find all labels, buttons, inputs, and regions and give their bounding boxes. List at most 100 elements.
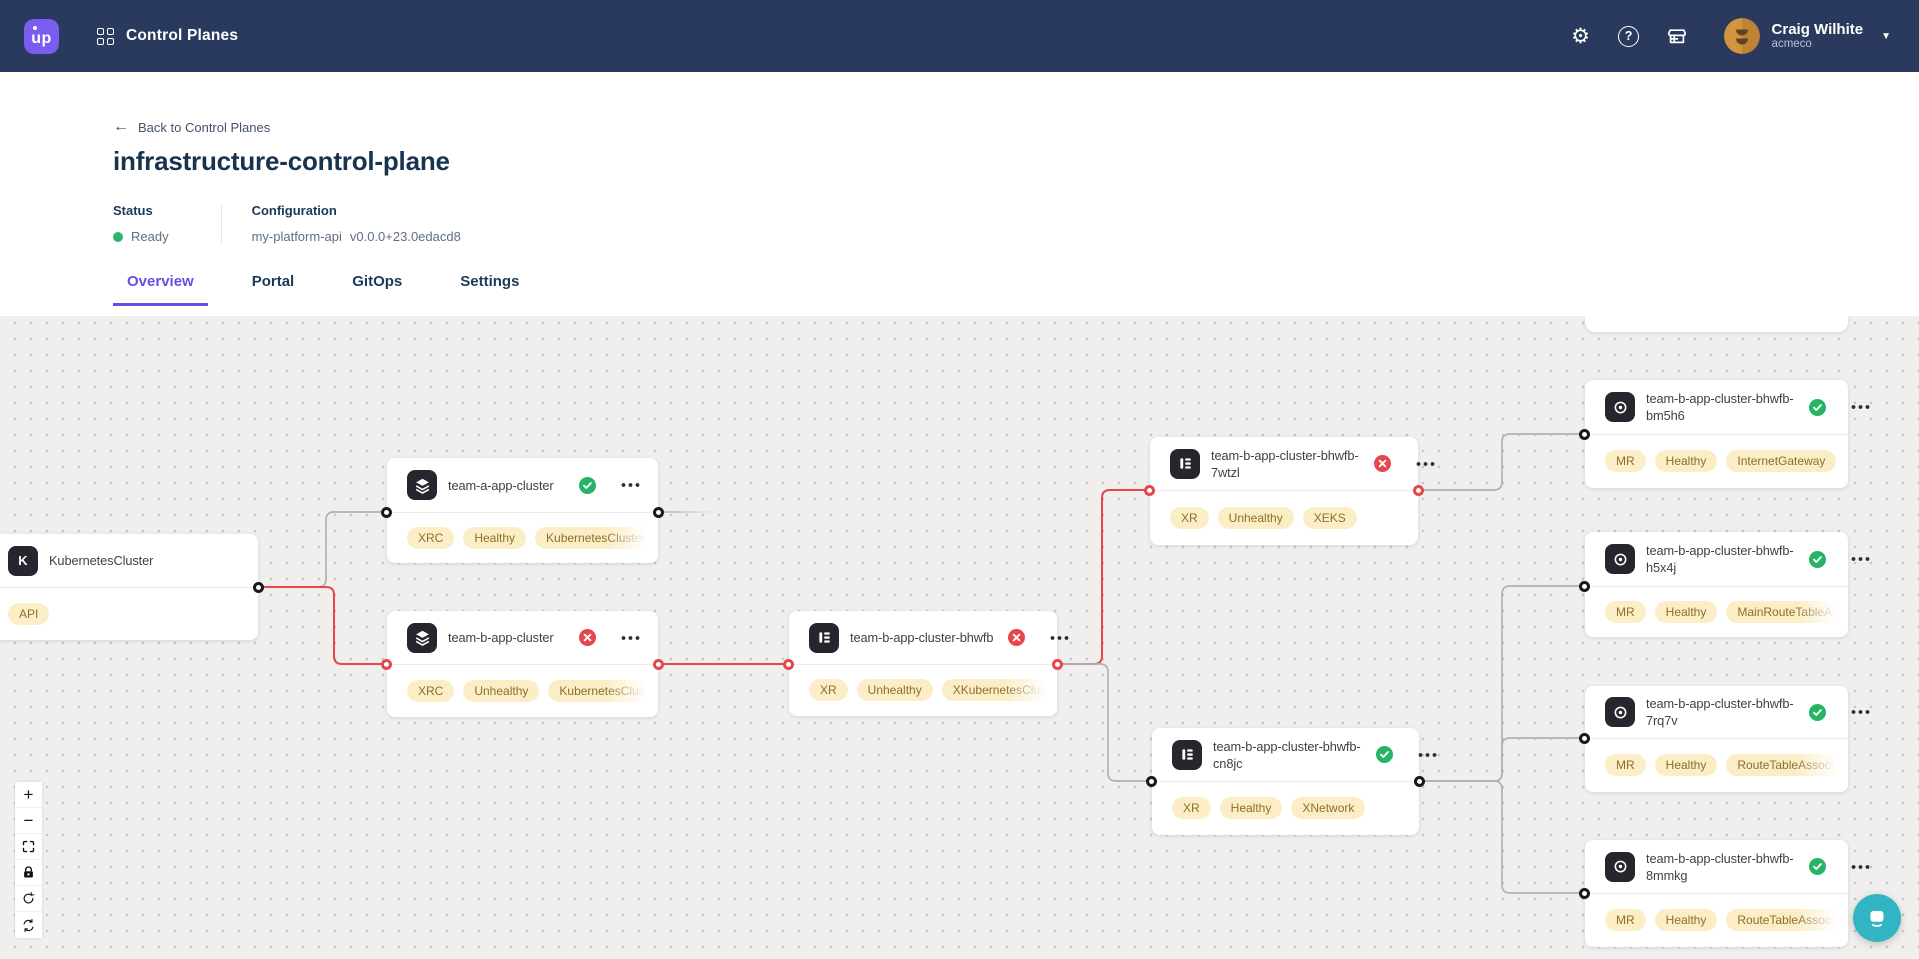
badge: XNetwork — [1291, 797, 1366, 819]
badge: InternetGateway — [1726, 450, 1837, 472]
badge: XRC — [407, 526, 455, 549]
healthy-check-icon — [579, 476, 596, 494]
node-divider — [1150, 490, 1418, 491]
badge: XKubernetesCluster — [941, 679, 1057, 701]
chevron-down-icon[interactable]: ▼ — [1881, 30, 1891, 42]
mr-resource-icon — [1605, 697, 1635, 727]
badge: MR — [1605, 600, 1646, 623]
zoom-out-button[interactable]: − — [15, 808, 42, 834]
config-name: my-platform-api — [251, 229, 342, 244]
node-menu-button[interactable] — [1048, 631, 1071, 645]
badge: RouteTableAssociation — [1726, 909, 1848, 931]
error-x-icon — [1373, 455, 1391, 472]
healthy-check-icon — [1808, 858, 1826, 875]
control-planes-grid-icon — [97, 27, 114, 45]
chat-launcher-button[interactable] — [1853, 894, 1901, 942]
configuration-block: Configuration my-platform-api v0.0.0+23.… — [251, 203, 461, 244]
tab-portal[interactable]: Portal — [251, 273, 295, 290]
node-menu-button[interactable] — [1849, 552, 1872, 566]
fit-view-button[interactable] — [15, 834, 42, 860]
badge: Healthy — [1654, 909, 1718, 931]
settings-gear-icon[interactable]: ⚙ — [1571, 23, 1590, 48]
graph-edge — [1418, 433, 1585, 491]
right-connection-handle — [1413, 485, 1424, 496]
left-connection-handle — [1144, 485, 1155, 496]
node-partial-top-node[interactable] — [1585, 316, 1848, 332]
user-org: acmeco — [1771, 38, 1812, 50]
node-menu-button[interactable] — [1849, 400, 1872, 414]
graph-edge — [1419, 737, 1585, 782]
graph-edge — [258, 586, 387, 665]
error-x-icon — [1008, 629, 1026, 646]
user-avatar[interactable] — [1723, 18, 1760, 54]
node-divider — [789, 664, 1057, 665]
node-label: team-a-app-cluster — [448, 477, 554, 493]
badge: MainRouteTableAssociation — [1726, 600, 1848, 623]
node-label: KubernetesCluster — [49, 553, 154, 568]
left-connection-handle — [1579, 733, 1590, 744]
badge: API — [8, 602, 50, 625]
help-icon[interactable]: ? — [1614, 21, 1644, 51]
user-menu[interactable]: Craig Wilhite acmeco — [1772, 21, 1864, 51]
graph-edge — [1057, 663, 1152, 782]
tab-settings[interactable]: Settings — [460, 273, 520, 290]
node-divider — [1585, 893, 1848, 894]
xr-resource-icon — [1170, 448, 1200, 479]
mr-resource-icon — [1605, 392, 1635, 422]
node-menu-button[interactable] — [1414, 457, 1437, 471]
badge: Healthy — [463, 526, 527, 549]
node-badges: XRC Healthy KubernetesCluster — [387, 512, 658, 563]
tab-overview[interactable]: Overview — [113, 273, 208, 306]
xr-resource-icon — [809, 622, 839, 653]
right-connection-handle — [1414, 776, 1425, 787]
left-connection-handle — [783, 659, 794, 670]
sync-button[interactable] — [15, 912, 42, 938]
node-menu-button[interactable] — [619, 478, 642, 492]
node-divider — [1585, 738, 1848, 739]
tab-gitops[interactable]: GitOps — [352, 273, 403, 290]
lock-button[interactable] — [15, 860, 42, 886]
layers-resource-icon — [407, 470, 437, 500]
badge: KubernetesCluster — [535, 526, 657, 549]
node-label: team-b-app-cluster-bhwfb-7wtzl — [1211, 447, 1359, 480]
healthy-check-icon — [1375, 746, 1393, 763]
graph-edges — [258, 433, 1585, 894]
badge: KubernetesCluster — [548, 679, 658, 702]
node-menu-button[interactable] — [1849, 705, 1872, 719]
left-connection-handle — [1579, 429, 1590, 440]
node-menu-button[interactable] — [1416, 748, 1439, 762]
layers-resource-icon — [407, 622, 437, 653]
node-divider — [0, 587, 258, 588]
marketplace-icon[interactable] — [1662, 21, 1692, 51]
status-dot — [113, 231, 123, 242]
error-x-icon — [579, 629, 596, 646]
right-connection-handle — [1052, 659, 1063, 670]
upbound-logo[interactable]: up — [24, 18, 59, 54]
page-title: infrastructure-control-plane — [113, 146, 450, 176]
node-menu-button[interactable] — [619, 631, 642, 645]
node-menu-button[interactable] — [1849, 860, 1872, 874]
back-link[interactable]: ← Back to Control Planes — [113, 118, 271, 135]
left-connection-handle — [1579, 888, 1590, 899]
arrow-left-icon: ← — [113, 118, 129, 135]
zoom-in-button[interactable]: + — [15, 782, 42, 808]
badge: Unhealthy — [463, 679, 540, 702]
rotate-button[interactable] — [15, 886, 42, 912]
badge: MR — [1605, 754, 1646, 776]
